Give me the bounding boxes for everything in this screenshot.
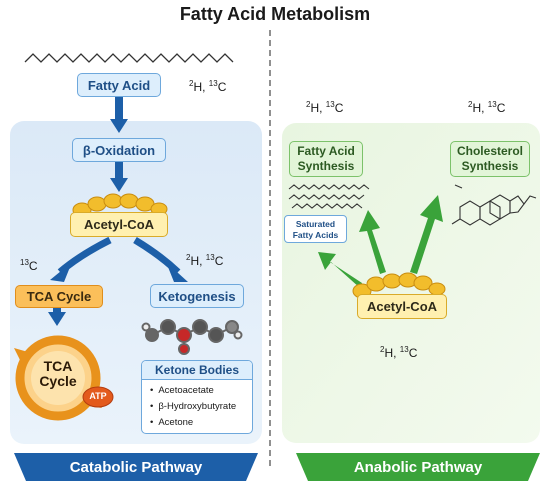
anabolic-banner-shape — [296, 453, 540, 481]
anabolic-arrows — [318, 195, 443, 288]
tca-cycle-box: TCA Cycle — [15, 285, 103, 308]
catabolic-arrows — [48, 97, 128, 326]
tca-wheel-label: TCA Cycle — [39, 358, 77, 389]
beta-oxidation-box: β-Oxidation — [72, 138, 166, 162]
catabolic-banner: Catabolic Pathway — [69, 458, 203, 476]
fatty-acid-box: Fatty Acid — [77, 73, 161, 97]
isotope-label: 2H, 13C — [306, 100, 344, 115]
ketone-item: Acetone — [150, 417, 193, 428]
ketone-molecule-icon — [141, 319, 243, 355]
arrow-to-ketogenesis — [133, 236, 181, 275]
isotope-label: 2H, 13C — [380, 345, 418, 360]
ketone-item: β-Hydroxybutyrate — [150, 401, 236, 412]
fatty-acid-chain-icon — [24, 53, 234, 63]
page-title: Fatty Acid Metabolism — [179, 4, 371, 24]
acetyl-coa-beads-icon — [72, 193, 168, 218]
cholesterol-ring-icon — [451, 184, 537, 226]
atp-badge — [82, 386, 114, 408]
saturated-fatty-acids-box: Saturated Fatty Acids — [284, 215, 347, 243]
acetyl-coa-box-anabolic: Acetyl-CoA — [357, 294, 447, 319]
saturated-chain-icon — [288, 184, 370, 209]
isotope-label: 2H, 13C — [468, 100, 506, 115]
isotope-label: 13C — [20, 258, 38, 273]
atp-label: ATP — [89, 391, 107, 401]
ketone-bodies-title: Ketone Bodies — [142, 361, 252, 380]
catabolic-banner-shape — [14, 453, 258, 481]
ketone-bodies-panel: Ketone Bodies Acetoacetate β-Hydroxybuty… — [141, 360, 253, 434]
ketogenesis-box: Ketogenesis — [150, 284, 244, 308]
tca-cycle-wheel-icon — [14, 335, 102, 421]
ketone-item: Acetoacetate — [150, 385, 213, 396]
isotope-label: 2H, 13C — [189, 79, 227, 94]
isotope-label: 2H, 13C — [186, 253, 224, 268]
acetyl-coa-box: Acetyl-CoA — [70, 212, 168, 237]
anabolic-banner: Anabolic Pathway — [353, 458, 483, 476]
